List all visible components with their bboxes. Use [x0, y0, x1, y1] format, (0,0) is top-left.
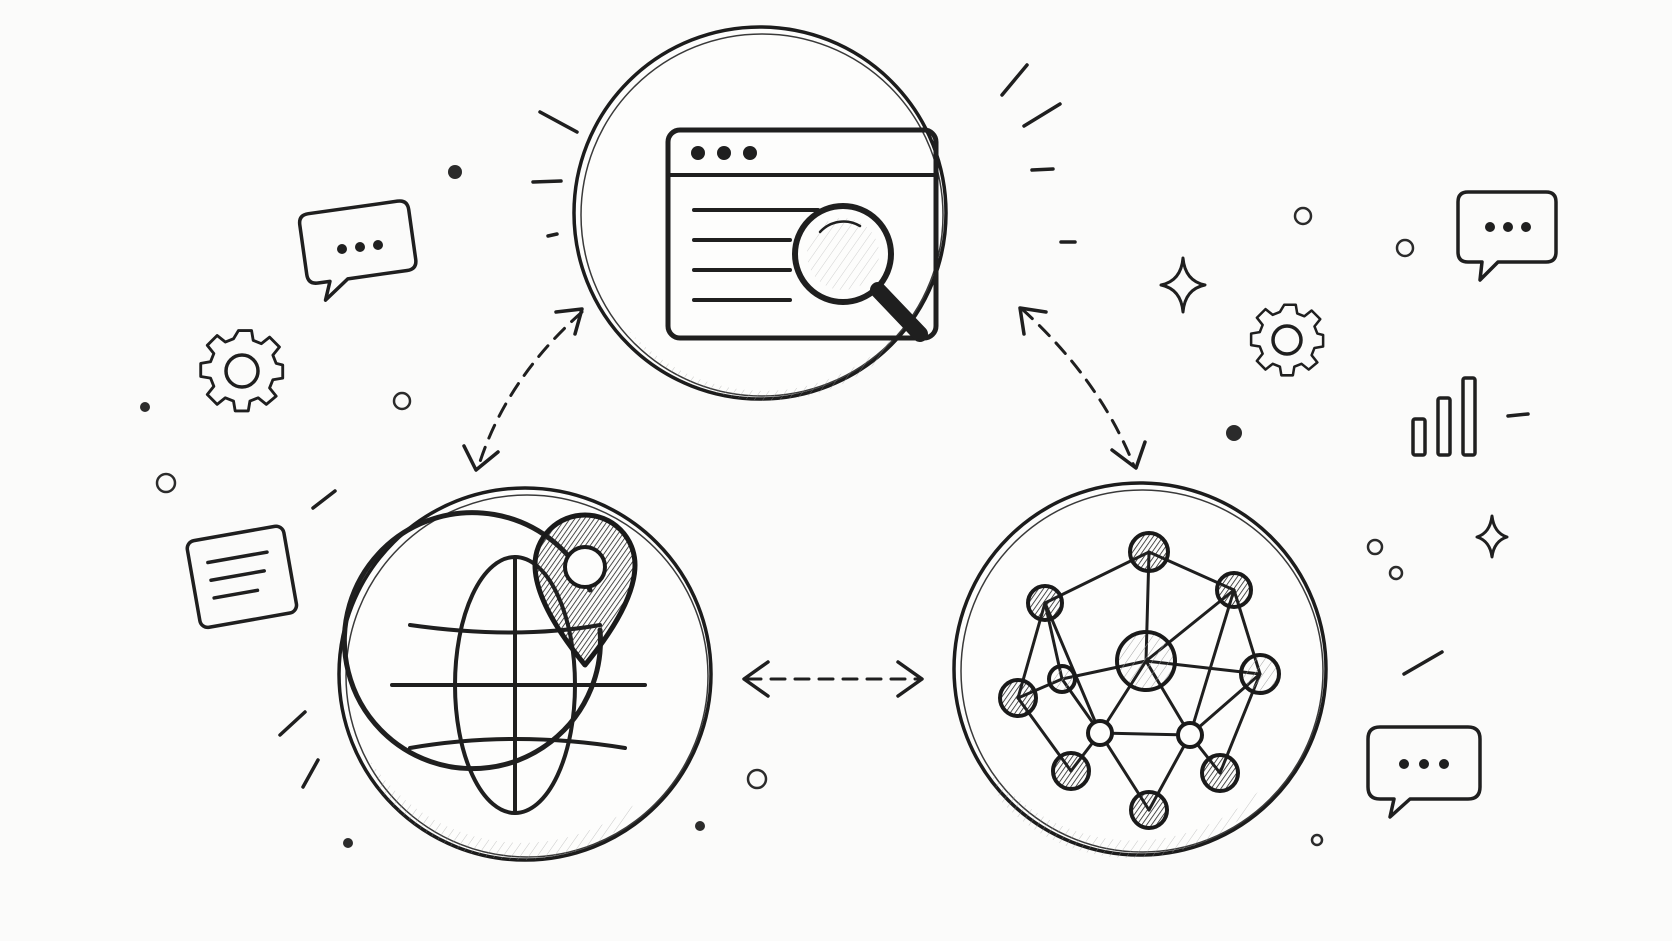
sparkle-icon	[1475, 514, 1509, 559]
globe-location-pin-icon	[341, 510, 647, 815]
note-card-icon	[185, 524, 299, 630]
arrow-head	[554, 307, 584, 336]
gear-icon	[1249, 303, 1325, 377]
speech-bubble-icon	[1456, 190, 1558, 282]
bar-chart-icon	[1411, 376, 1530, 457]
arrow-head	[896, 660, 924, 698]
browser-magnifier-icon	[665, 127, 939, 342]
scatter-dots	[140, 165, 1415, 848]
arrow-head	[462, 444, 500, 472]
connector-search-location	[462, 307, 584, 472]
accent-strokes	[278, 63, 1444, 789]
connector-location-network	[742, 660, 924, 698]
gear-icon	[199, 329, 285, 413]
connector-search-network	[1018, 306, 1147, 470]
arrow-head	[1110, 440, 1147, 470]
node-network	[952, 481, 1328, 858]
node-web-search	[572, 25, 948, 401]
sparkle-icon	[1159, 256, 1207, 314]
speech-bubble-icon	[1366, 725, 1482, 819]
arrow-head	[742, 660, 770, 698]
node-global-location	[337, 486, 713, 862]
network-graph-icon	[998, 531, 1281, 830]
arrow-head	[1018, 306, 1048, 336]
speech-bubble-icon	[297, 199, 418, 302]
